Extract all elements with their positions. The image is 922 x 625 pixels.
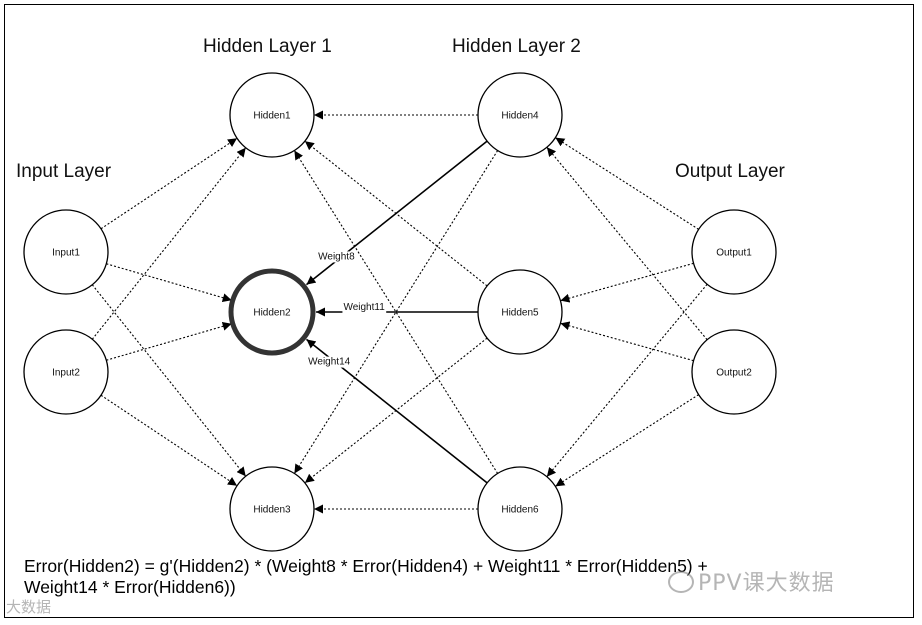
node-hidden2 [228,268,316,356]
edge-input1-to-hidden1 [100,137,238,230]
weight-label-bg [307,356,352,368]
weight-label-weight14: Weight14 [308,357,351,368]
edge-input2-to-hidden1 [91,147,247,340]
edge-hidden5-to-hidden1 [304,140,488,287]
watermark-right: PPV课大数据 [668,565,835,597]
edge-input2-to-hidden2 [106,321,232,361]
node-label-hidden4: Hidden4 [501,111,539,122]
node-label-hidden1: Hidden1 [253,111,291,122]
layer-title-output: Output Layer [675,161,786,182]
weight-label-bg [317,251,357,263]
weight-label-weight8: Weight8 [318,251,355,262]
node-hidden1 [229,72,315,158]
weight-label-weight11: Weight11 [343,302,385,313]
node-hidden3 [229,466,315,552]
edge-input1-to-hidden2 [106,263,232,303]
edge-output2-to-hidden5 [560,321,694,362]
edge-input1-to-hidden3 [91,284,247,477]
watermark-left-text: 大数据 [6,598,52,616]
node-output2 [691,329,777,415]
formula-line-2: Weight14 * Error(Hidden6)) [24,577,236,597]
watermark-right-text: PPV课大数据 [698,571,835,596]
node-label-input2: Input2 [52,368,80,379]
node-label-hidden6: Hidden6 [501,505,539,516]
edge-input2-to-hidden3 [100,394,238,487]
layer-title-hidden-1: Hidden Layer 1 [203,36,332,57]
node-hidden5 [477,269,563,355]
edge-output1-to-hidden5 [560,262,694,303]
node-label-output1: Output1 [716,248,752,259]
node-label-input1: Input1 [52,248,80,259]
layer-title-hidden-2: Hidden Layer 2 [452,36,581,57]
node-hidden6 [477,466,563,552]
connections [91,110,708,514]
node-input1 [23,209,109,295]
diagram-frame [4,4,914,618]
node-output1 [691,209,777,295]
node-label-output2: Output2 [716,368,752,379]
node-label-hidden2: Hidden2 [253,308,291,319]
edge-hidden6-to-hidden1 [293,150,499,474]
weight-label-bg [342,302,387,313]
formula-line-1: Error(Hidden2) = g'(Hidden2) * (Weight8 … [24,556,708,576]
edge-hidden4-to-hidden2 [305,140,488,286]
watermark-left: 大数据 [6,596,51,617]
edge-hidden4-to-hidden3 [293,150,499,474]
node-label-hidden5: Hidden5 [501,308,539,319]
node-label-hidden3: Hidden3 [253,505,291,516]
layer-title-input: Input Layer [16,161,112,182]
node-input2 [23,329,109,415]
node-hidden4 [477,72,563,158]
error-formula: Error(Hidden2) = g'(Hidden2) * (Weight8 … [24,556,844,598]
edge-output1-to-hidden4 [555,137,699,230]
edge-output2-to-hidden4 [546,146,708,341]
wechat-icon [668,571,694,593]
edge-output1-to-hidden6 [546,283,708,478]
edge-output2-to-hidden6 [555,394,699,487]
